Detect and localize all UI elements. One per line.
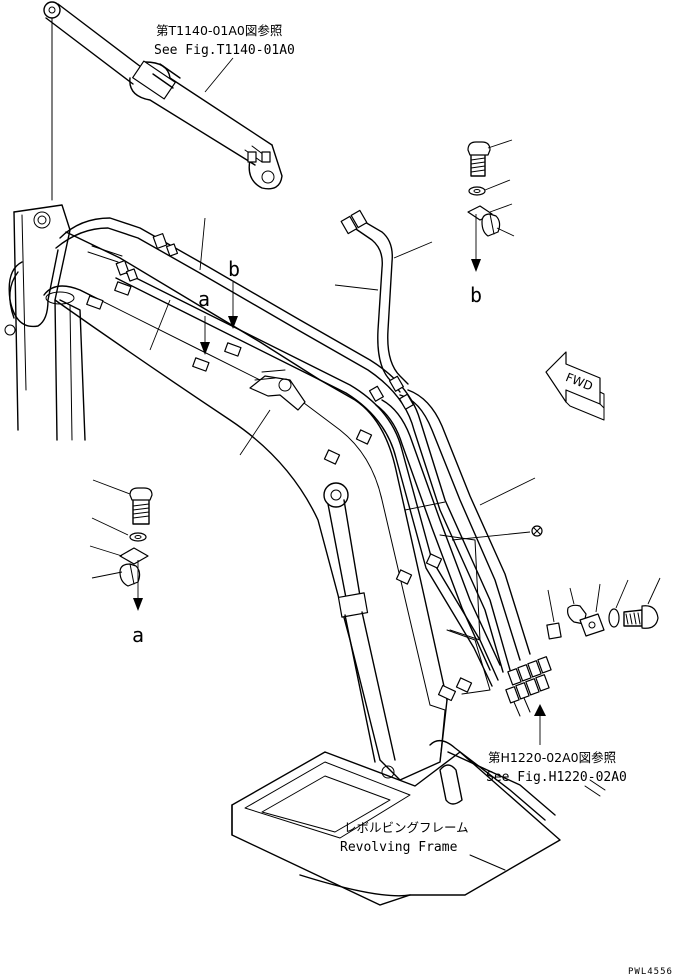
marker-a-detail: a xyxy=(132,623,144,647)
reference-top-en: See Fig.T1140-01A0 xyxy=(154,43,295,58)
leader-lines xyxy=(149,217,543,541)
reference-top-ja: 第T1140-01A0図参照 xyxy=(156,23,282,38)
frame-label-en: Revolving Frame xyxy=(340,840,458,855)
reference-bottom-en: See Fig.H1220-02A0 xyxy=(486,770,627,785)
marker-b-boom: b xyxy=(228,257,240,281)
frame-label-ja: レボルビングフレーム xyxy=(344,820,469,835)
marker-a-boom: a xyxy=(198,287,210,311)
detail-b: b xyxy=(467,139,515,307)
boom xyxy=(13,204,491,781)
fwd-indicator: FWD xyxy=(545,351,605,421)
boom-markers: b a xyxy=(198,257,240,355)
marker-b-detail: b xyxy=(470,283,482,307)
hose-lines xyxy=(4,209,552,717)
arm-cylinder xyxy=(43,1,283,201)
reference-top: 第T1140-01A0図参照 See Fig.T1140-01A0 xyxy=(154,23,295,93)
detail-a: a xyxy=(89,479,153,647)
revolving-frame xyxy=(231,740,606,906)
frame-label: レボルビングフレーム Revolving Frame xyxy=(340,820,469,855)
reference-bottom-ja: 第H1220-02A0図参照 xyxy=(488,750,616,765)
detail-clamp-parts xyxy=(546,577,661,640)
drawing-number: PWL4556 xyxy=(628,967,673,977)
reference-bottom: 第H1220-02A0図参照 See Fig.H1220-02A0 xyxy=(486,704,627,785)
hose-clamps xyxy=(86,281,473,702)
boom-cylinder xyxy=(323,482,396,779)
